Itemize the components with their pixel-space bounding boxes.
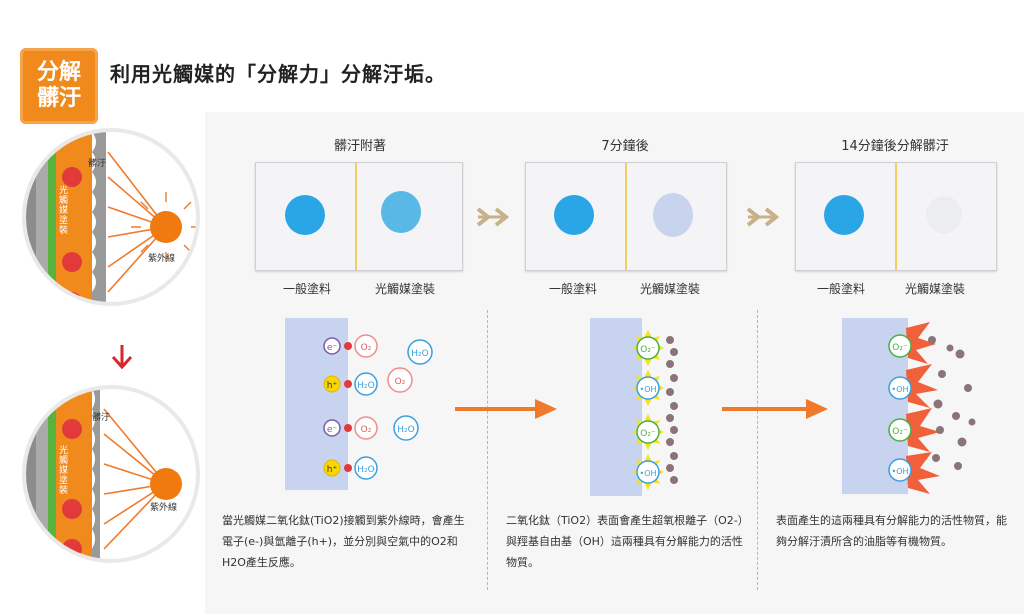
molecule-label: O₂ xyxy=(361,343,372,353)
molecule-label: O₂ xyxy=(361,425,372,435)
step-2-left-label: 一般塗料 xyxy=(549,282,598,296)
carrier-label: e⁻ xyxy=(327,425,338,435)
stain-photo-2 xyxy=(554,163,693,270)
reaction-stage-3: O₂⁻ •OH O₂⁻ •OH xyxy=(888,322,976,494)
uv-coating-illustration xyxy=(26,132,196,302)
radical-label: •OH xyxy=(891,385,908,394)
headline: 利用光觸媒的「分解力」分解汙垢。 xyxy=(110,62,446,86)
molecule-label: H₂O xyxy=(357,465,374,475)
dirt-label-before: 髒汙 xyxy=(88,159,107,169)
molecule-label: O₂ xyxy=(395,377,406,387)
side-diagram-before xyxy=(22,128,200,306)
dirt-label-after: 髒汙 xyxy=(92,413,111,423)
chevron-right-icon xyxy=(476,207,510,227)
radical-label: O₂⁻ xyxy=(892,343,908,353)
chevron-right-icon xyxy=(746,207,780,227)
molecule-label: H₂O xyxy=(397,425,414,435)
description-step-1: 當光觸媒二氧化鈦(TiO2)接觸到紫外線時，會產生電子(e-)與氫離子(h+)，… xyxy=(222,514,465,569)
description-step-2: 二氧化鈦（TiO2）表面會產生超氧根離子（O2-）與羥基自由基（OH）這兩種具有… xyxy=(506,514,744,569)
reaction-stage-2: O₂⁻ •OH O₂⁻ •OH xyxy=(632,330,678,490)
side-diagram-after xyxy=(22,385,200,563)
step-2-title: 7分鐘後 xyxy=(601,139,649,154)
uv-label-before: 紫外線 xyxy=(148,254,176,264)
step-3-photo xyxy=(795,162,997,271)
arrow-right-icon xyxy=(722,399,828,419)
step-3-title: 14分鐘後分解髒汙 xyxy=(841,139,949,154)
stain-photo-3 xyxy=(824,163,962,270)
uv-label-after: 紫外線 xyxy=(150,503,178,513)
coating-label-before: 光觸媒塗裝 xyxy=(57,185,67,235)
divider xyxy=(487,310,488,590)
step-2-right-label: 光觸媒塗裝 xyxy=(640,282,701,296)
step-3-left-label: 一般塗料 xyxy=(817,282,866,296)
step-3-right-label: 光觸媒塗裝 xyxy=(905,282,966,296)
radical-label: O₂⁻ xyxy=(892,427,908,437)
stain-photo-1 xyxy=(285,163,421,270)
down-arrow-icon xyxy=(111,345,133,370)
uv-coating-illustration-after xyxy=(26,389,182,559)
step-1-photo xyxy=(255,162,463,271)
radical-label: O₂⁻ xyxy=(640,345,656,355)
badge-line-2: 髒汙 xyxy=(36,86,81,111)
step-2-photo xyxy=(525,162,727,271)
badge-line-1: 分解 xyxy=(36,60,81,85)
radical-label: •OH xyxy=(639,385,656,394)
radical-label: O₂⁻ xyxy=(640,429,656,439)
carrier-label: e⁻ xyxy=(327,343,338,353)
step-1-right-label: 光觸媒塗裝 xyxy=(375,282,436,296)
description-step-3: 表面產生的這兩種具有分解能力的活性物質，能夠分解汙漬所含的油脂等有機物質。 xyxy=(776,514,1007,548)
reaction-stage-1: e⁻ O₂ H₂O h⁺ H₂O O₂ e⁻ O₂ H₂O h⁺ H₂O xyxy=(323,334,433,480)
carrier-label: h⁺ xyxy=(327,381,338,391)
divider xyxy=(757,310,758,590)
carrier-label: h⁺ xyxy=(327,465,338,475)
category-badge: 分解 髒汙 xyxy=(20,48,98,124)
molecule-label: H₂O xyxy=(357,381,374,391)
molecule-label: H₂O xyxy=(411,349,428,359)
coating-label-after: 光觸媒塗裝 xyxy=(57,445,67,495)
radical-label: •OH xyxy=(639,469,656,478)
arrow-right-icon xyxy=(455,399,557,419)
radical-label: •OH xyxy=(891,467,908,476)
step-1-title: 髒汙附著 xyxy=(333,139,386,154)
step-1-left-label: 一般塗料 xyxy=(283,282,332,296)
